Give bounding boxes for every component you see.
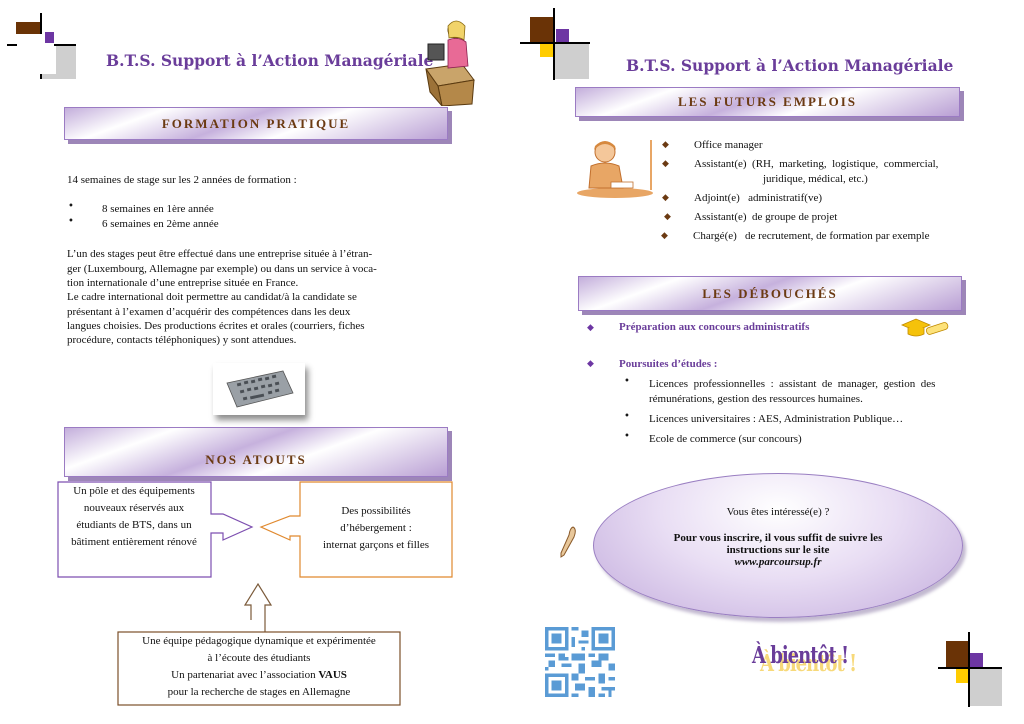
banner-futurs-emplois: LES FUTURS EMPLOIS	[575, 87, 960, 117]
bullet-dot: •	[624, 431, 630, 442]
banner-label: FORMATION PRATIQUE	[161, 115, 351, 131]
right-page-title: B.T.S. Support à l’Action Managériale	[626, 56, 954, 75]
farewell-main: À bientôt !	[752, 642, 849, 670]
banner-label: NOS ATOUTS	[205, 452, 307, 467]
banner-nos-atouts: NOS ATOUTS	[64, 427, 448, 477]
atout-left-text: Un pôle et des équipements nouveaux rése…	[60, 483, 208, 551]
vaus-name: VAUS	[318, 669, 347, 681]
up-arrow-shape	[243, 582, 273, 632]
etude-item: Ecole de commerce (sur concours)	[649, 433, 802, 445]
atout-line-vaus: Un partenariat avec l’association VAUS	[120, 667, 398, 684]
formation-intro: 14 semaines de stage sur les 2 années de…	[67, 174, 297, 186]
parcoursup-link[interactable]: www.parcoursup.fr	[734, 556, 822, 568]
paragraph-line: présentant à l’examen d’acquérir des com…	[67, 306, 351, 318]
banner-label: LES FUTURS EMPLOIS	[677, 94, 858, 109]
atout-left-shape	[57, 481, 254, 578]
farewell-text: À bientôt ! À bientôt !	[752, 642, 857, 682]
bullet-dot: •	[624, 376, 630, 387]
atout-bottom-shape	[117, 631, 401, 706]
bullet-dot: •	[624, 411, 630, 422]
paragraph-line: procédure, contacts téléphoniques) y son…	[67, 334, 297, 346]
diamond-bullet: ◆	[662, 159, 669, 169]
diamond-bullet: ◆	[662, 193, 669, 203]
stage-bullet: 6 semaines en 2ème année	[102, 218, 219, 230]
atout-right-text: Des possibilités d’hébergement : interna…	[302, 503, 450, 554]
qr-code-icon[interactable]	[545, 627, 615, 697]
keyboard-icon	[213, 363, 305, 415]
paragraph-line: tion internationale d’une entreprise sit…	[67, 277, 299, 289]
woman-on-phone-icon	[575, 138, 657, 200]
diamond-bullet: ◆	[661, 231, 668, 241]
etude-item-cont: rémunérations, gestion des ressources hu…	[649, 393, 863, 405]
atout-line: à l’écoute des étudiants	[207, 652, 311, 664]
paragraph-line: langues choisies. Des productions écrite…	[67, 320, 365, 332]
stage-bullet: 8 semaines en 1ère année	[102, 203, 214, 215]
atout-line: internat garçons et filles	[323, 539, 429, 551]
callout-line1: Pour vous inscrire, il vous suffit de su…	[673, 532, 883, 544]
atout-line: Un pôle et des équipements	[73, 485, 195, 497]
atout-bottom-text: Une équipe pédagogique dynamique et expé…	[120, 633, 398, 701]
diamond-bullet: ◆	[587, 359, 594, 369]
emploi-item-cont: juridique, médical, etc.)	[763, 173, 868, 185]
emploi-item: Office manager	[694, 139, 763, 151]
callout-line2: instructions sur le site	[726, 544, 830, 556]
etude-item: Licences professionnelles : assistant de…	[649, 378, 936, 390]
emploi-item: Adjoint(e) administratif(ve)	[694, 192, 822, 204]
diamond-bullet: ◆	[587, 323, 594, 333]
bullet-dot: •	[68, 216, 74, 227]
atout-right-shape	[259, 481, 453, 578]
callout-question: Vous êtes intéressé(e) ?	[726, 506, 830, 518]
atout-line: bâtiment entièrement rénové	[71, 536, 197, 548]
farewell-shadow: À bientôt !	[760, 650, 857, 678]
atout-line: étudiants de BTS, dans un	[76, 519, 192, 531]
banner-debouches: LES DÉBOUCHÉS	[578, 276, 962, 311]
atout-line: nouveaux réservés aux	[83, 502, 185, 514]
atout-line: d’hébergement :	[340, 522, 412, 534]
vaus-prefix: Un partenariat avec l’association	[171, 669, 319, 681]
debouche-poursuites: Poursuites d’études :	[619, 358, 718, 370]
diamond-bullet: ◆	[662, 140, 669, 150]
left-page-title: B.T.S. Support à l’Action Managériale	[106, 51, 434, 70]
emploi-item: Assistant(e) de groupe de projet	[694, 211, 838, 223]
atout-line: Une équipe pédagogique dynamique et expé…	[142, 635, 376, 647]
quill-pen-icon	[556, 525, 578, 559]
secretary-at-desk-icon	[418, 14, 480, 108]
emploi-item: Chargé(e) de recrutement, de formation p…	[693, 230, 930, 242]
paragraph-line: Le cadre international doit permettre au…	[67, 291, 357, 303]
diamond-bullet: ◆	[664, 212, 671, 222]
atout-line: Des possibilités	[341, 505, 411, 517]
debouche-concours: Préparation aux concours administratifs	[619, 321, 810, 333]
atouts-arrows-diagram	[57, 481, 453, 706]
registration-callout: Vous êtes intéressé(e) ? Pour vous inscr…	[593, 473, 963, 618]
graduation-cap-icon	[900, 315, 950, 341]
bullet-dot: •	[68, 201, 74, 212]
paragraph-line: L’un des stages peut être effectué dans …	[67, 248, 373, 260]
etude-item: Licences universitaires : AES, Administr…	[649, 413, 904, 425]
emploi-item: Assistant(e) (RH, marketing, logistique,…	[694, 158, 939, 170]
banner-label: LES DÉBOUCHÉS	[702, 285, 838, 301]
banner-formation-pratique: FORMATION PRATIQUE	[64, 107, 448, 140]
atout-line: pour la recherche de stages en Allemagne	[167, 686, 351, 698]
paragraph-line: ger (Luxembourg, Allemagne par exemple) …	[67, 263, 377, 275]
